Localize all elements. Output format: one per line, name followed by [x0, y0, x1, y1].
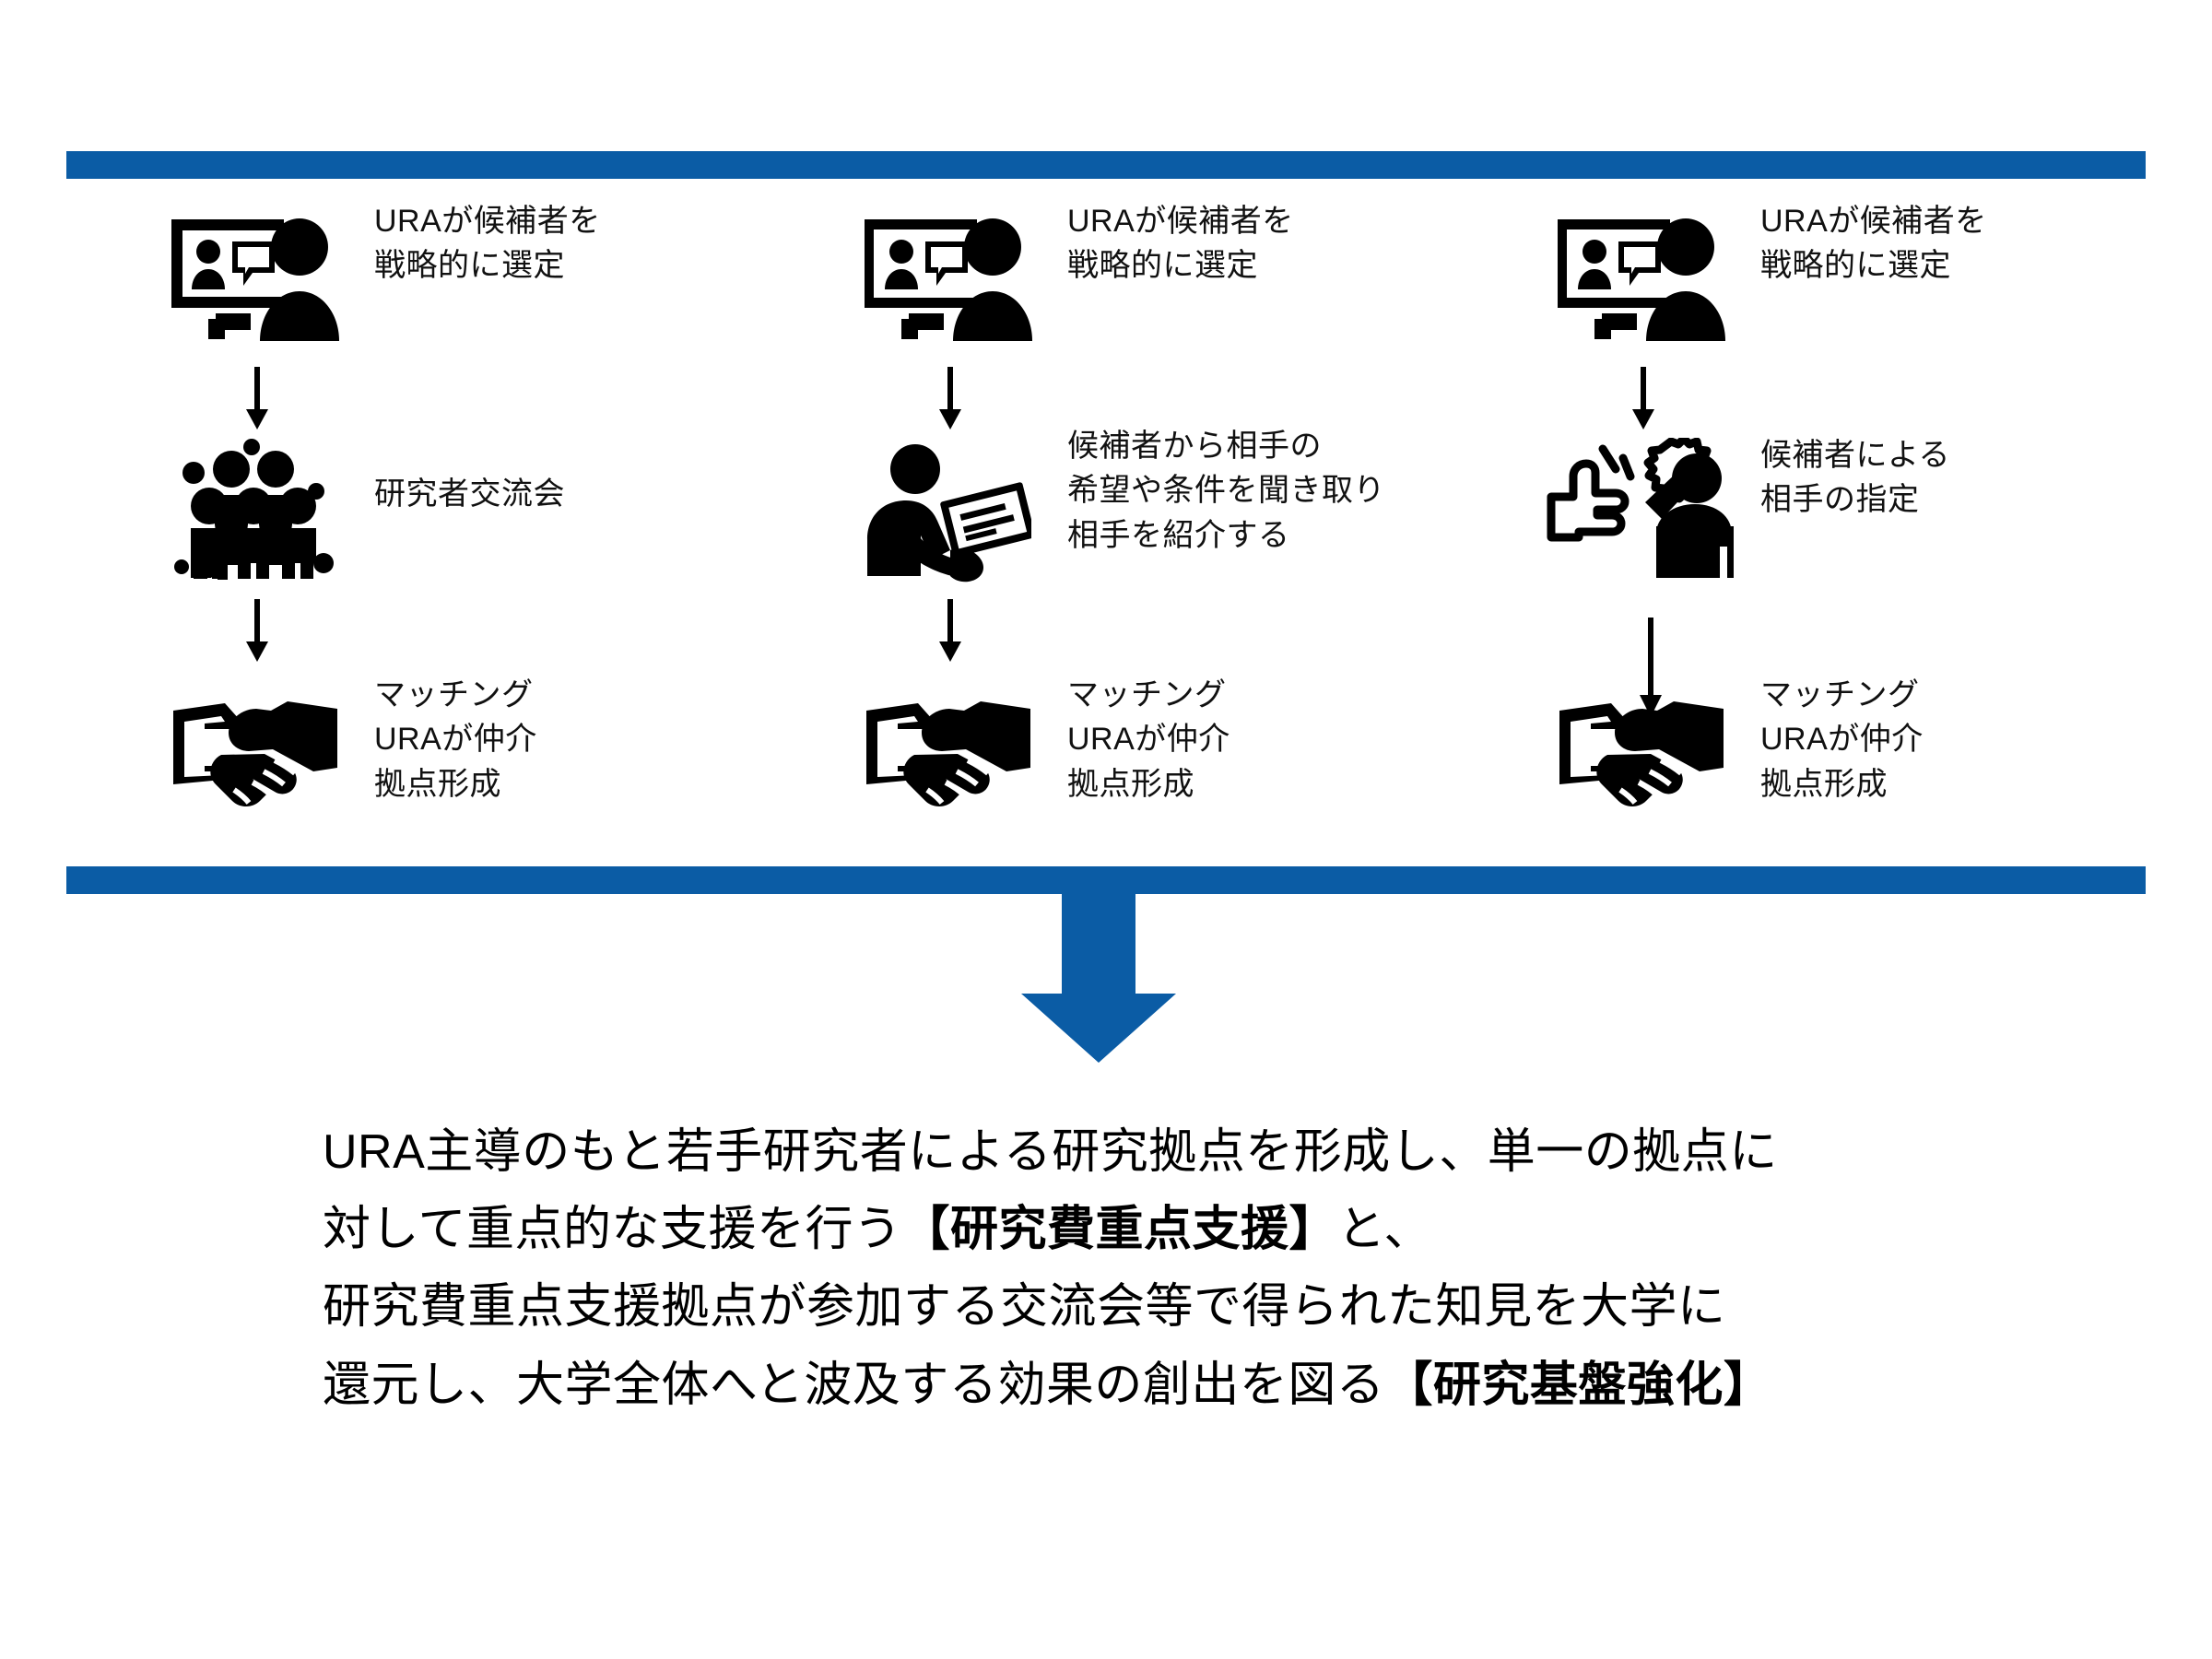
connector-arrow-down	[243, 599, 271, 664]
pattern-column-1: URAが候補者を 戦略的に選定	[66, 194, 759, 848]
step-label: マッチング URAが仲介 拠点形成	[374, 677, 537, 802]
summary-line-2-emphasis: 【研究費重点支援】	[901, 1203, 1337, 1257]
researcher-crowd-icon	[149, 424, 361, 599]
step-label: URAが候補者を 戦略的に選定	[1066, 204, 1294, 284]
summary-line-4-emphasis: 【研究基盤強化】	[1384, 1358, 1772, 1412]
step-matching: マッチング URAが仲介 拠点形成	[149, 664, 537, 839]
pattern-column-3: URAが候補者を 戦略的に選定	[1453, 194, 2146, 848]
step-select-candidates: URAが候補者を 戦略的に選定	[842, 194, 1294, 369]
summary-line-4: 還元し、大学全体へと波及する効果の創出を図る【研究基盤強化】	[323, 1347, 2000, 1424]
connector-arrow-down	[1637, 618, 1665, 719]
step-label: URAが候補者を 戦略的に選定	[374, 204, 601, 284]
pattern-columns: URAが候補者を 戦略的に選定	[66, 194, 2146, 848]
step-interview-candidate: 候補者から相手の 希望や条件を聞き取り 相手を紹介する	[842, 424, 1385, 599]
connector-arrow-down	[936, 599, 964, 664]
connector-arrow-down	[936, 367, 964, 431]
video-conference-icon	[1535, 194, 1747, 369]
summary-line-2: 対して重点的な支援を行う【研究費重点支援】と、	[323, 1191, 2000, 1268]
down-arrow-icon	[1021, 892, 1176, 1063]
step-label: マッチング URAが仲介 拠点形成	[1759, 677, 1924, 802]
connector-arrow-down	[243, 367, 271, 431]
video-conference-icon	[842, 194, 1054, 369]
step-matching: マッチング URAが仲介 拠点形成	[842, 664, 1230, 839]
step-matching: マッチング URAが仲介 拠点形成	[1535, 664, 1924, 839]
pattern-column-2: URAが候補者を 戦略的に選定	[759, 194, 1453, 848]
top-blue-rule	[66, 151, 2146, 179]
step-select-candidates: URAが候補者を 戦略的に選定	[1535, 194, 1987, 369]
handshake-icon	[149, 664, 361, 839]
pointing-hand-thinking-person-icon	[1535, 424, 1747, 599]
summary-line-4-prefix: 還元し、大学全体へと波及する効果の創出を図る	[323, 1358, 1385, 1412]
step-label: 研究者交流会	[374, 477, 565, 512]
step-researcher-exchange: 研究者交流会	[149, 424, 565, 599]
summary-paragraph: URA主導のもと若手研究者による研究拠点を形成し、単一の拠点に 対して重点的な支…	[323, 1113, 2000, 1424]
bottom-blue-rule	[66, 866, 2146, 894]
connector-arrow-down	[1630, 367, 1657, 431]
step-candidate-designates: 候補者による 相手の指定	[1535, 424, 1950, 599]
step-select-candidates: URAが候補者を 戦略的に選定	[149, 194, 601, 369]
handshake-icon	[1535, 664, 1747, 839]
summary-line-2-prefix: 対して重点的な支援を行う	[323, 1203, 902, 1257]
handshake-icon	[842, 664, 1054, 839]
step-label: マッチング URAが仲介 拠点形成	[1066, 677, 1230, 802]
step-label: 候補者から相手の 希望や条件を聞き取り 相手を紹介する	[1066, 429, 1385, 553]
summary-line-2-suffix: と、	[1336, 1203, 1432, 1257]
summary-line-1: URA主導のもと若手研究者による研究拠点を形成し、単一の拠点に	[323, 1125, 1778, 1179]
video-conference-icon	[149, 194, 361, 369]
step-label: 候補者による 相手の指定	[1759, 438, 1950, 518]
interview-clipboard-icon	[842, 424, 1054, 599]
step-label: URAが候補者を 戦略的に選定	[1759, 204, 1987, 284]
summary-line-3: 研究費重点支援拠点が参加する交流会等で得られた知見を大学に	[323, 1280, 1726, 1335]
